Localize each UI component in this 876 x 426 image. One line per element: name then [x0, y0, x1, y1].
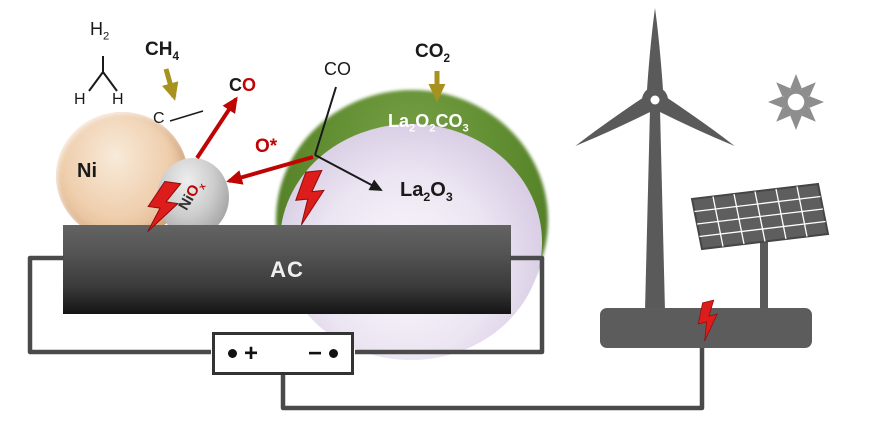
co-intermediate-label: CO: [324, 59, 351, 79]
ch4-label: CH4: [145, 39, 179, 63]
co2-label: CO2: [415, 41, 451, 65]
turbine-pole: [645, 109, 665, 311]
ac-label: AC: [270, 256, 304, 282]
power-hub-box: [600, 308, 812, 348]
ch4-arrow: [161, 68, 179, 101]
h-atom-right-label: H: [112, 91, 124, 108]
activated-carbon-support: AC: [63, 225, 511, 314]
wind-turbine-icon: [571, 8, 739, 311]
carbon-link-line: [169, 110, 204, 122]
sun-icon: [768, 74, 824, 130]
negative-terminal: −: [307, 339, 338, 367]
co-product-label: CO: [229, 75, 257, 95]
terminal-dot-icon: [228, 349, 237, 358]
h2-desorption-lines: [88, 56, 118, 92]
la2o2co3-label: La2O2CO3: [388, 111, 469, 135]
co-formation-arrow: [195, 96, 238, 160]
positive-terminal: +: [228, 339, 259, 367]
terminal-dot-icon: [329, 349, 338, 358]
minus-sign: −: [307, 339, 322, 367]
solar-panel-icon: [690, 182, 830, 310]
carbon-atom-label: C: [153, 110, 165, 127]
h2-label: H2: [90, 19, 110, 43]
power-supply: + −: [212, 332, 354, 375]
ni-label: Ni: [77, 160, 97, 182]
la2o3-label: La2O3: [400, 179, 453, 204]
o-star-label: O*: [255, 136, 278, 157]
h-atom-left-label: H: [74, 91, 86, 108]
plus-sign: +: [244, 339, 259, 367]
lightning-bolt-icon: [693, 299, 724, 342]
